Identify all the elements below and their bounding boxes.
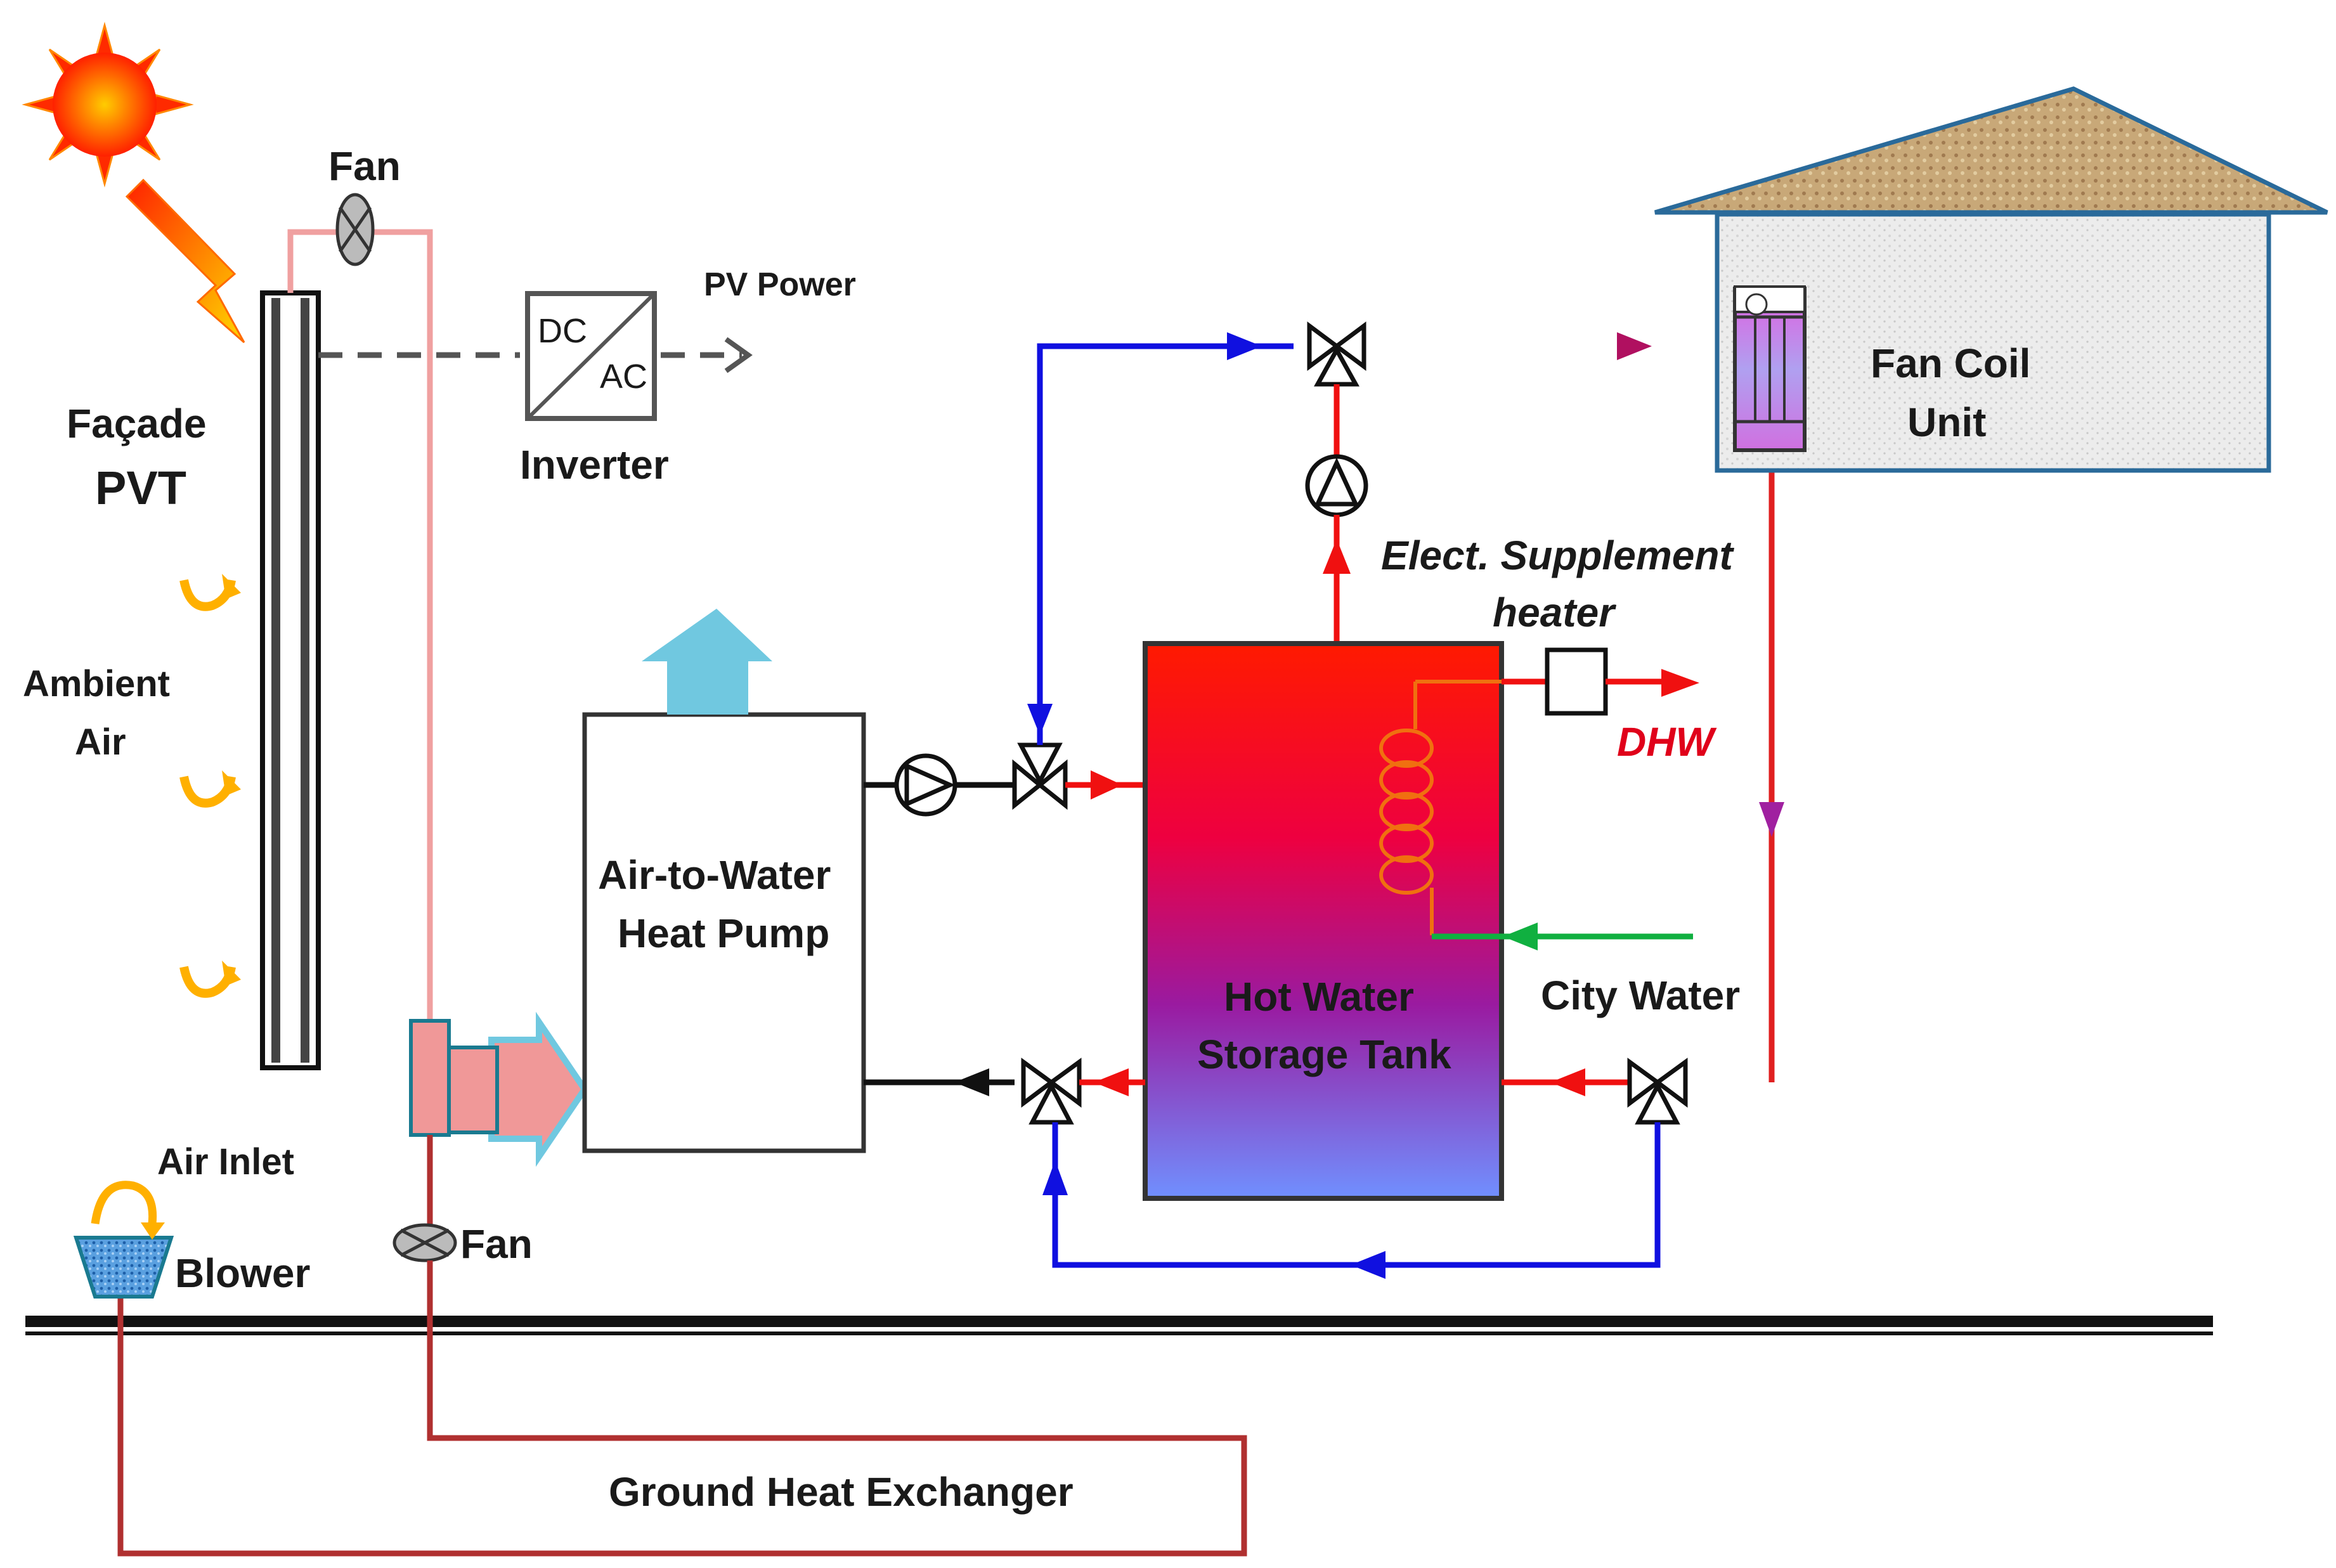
air-inlet-arrow-icon: [91, 1181, 165, 1240]
flow-arrow: [1091, 770, 1122, 800]
flow-arrow: [1227, 332, 1262, 360]
flow-arrow: [1351, 1251, 1385, 1279]
house: [1654, 86, 2328, 473]
blower-icon: [73, 1236, 174, 1299]
heater-coil-icon: [1379, 680, 1547, 935]
city-water-label: City Water: [1541, 973, 1740, 1018]
facade-pvt-panel: [260, 290, 321, 1070]
fan-coil-label: Unit: [1907, 399, 1986, 445]
fan-label: Fan: [328, 143, 401, 189]
flow-arrow: [1042, 1160, 1068, 1195]
pv-power-label: PV Power: [704, 266, 856, 303]
ambient-air-arrow-icon: [179, 770, 241, 808]
flow-arrow: [1550, 1068, 1585, 1096]
heat-pump-box: [582, 712, 866, 1153]
sun-icon: [22, 22, 194, 188]
flow-arrow: [954, 1068, 989, 1096]
ground-heat-exchanger-loop: [117, 1260, 1247, 1557]
flow-arrow: [1661, 669, 1699, 697]
heat-pump-label: Air-to-Water: [598, 852, 831, 898]
fan-coil-label: Fan Coil: [1871, 340, 2030, 386]
ambient-label: Ambient: [23, 663, 170, 704]
bypass-pipe: [1037, 343, 1294, 745]
three-way-valve-icon: [1012, 742, 1068, 810]
facade-label: Façade: [67, 401, 207, 446]
air-handler: [409, 1011, 589, 1167]
fan-coil-icon: [1733, 285, 1807, 452]
heat-pump-exhaust-arrow: [642, 609, 772, 715]
supplement-heater-label: Elect. Supplement: [1381, 533, 1734, 578]
pv-power-arrow: [724, 337, 753, 373]
blower-label: Blower: [175, 1250, 310, 1296]
ambient-air-arrow-icon: [179, 574, 241, 611]
flow-arrow: [1323, 539, 1351, 574]
ambient-label: Air: [75, 722, 126, 763]
tank-label: Storage Tank: [1197, 1032, 1451, 1077]
three-way-valve-icon: [1307, 321, 1366, 387]
fan-label: Fan: [460, 1221, 533, 1267]
pump-icon: [1305, 454, 1368, 517]
three-way-valve-icon: [1021, 1058, 1082, 1125]
pvt-label: PVT: [95, 462, 186, 514]
flow-arrow: [1503, 923, 1538, 950]
hot-water-storage-tank: [1143, 641, 1504, 1201]
ambient-air-arrow-icon: [179, 961, 241, 998]
air-inlet-label: Air Inlet: [157, 1141, 294, 1182]
inverter-icon: [525, 291, 657, 421]
solar-radiation-arrow: [125, 178, 245, 344]
ground-line: [25, 1316, 2213, 1335]
inverter-dc-label: DC: [538, 312, 587, 350]
three-way-valve-icon: [1627, 1058, 1688, 1125]
pump-icon: [894, 753, 957, 817]
electric-heater-icon: [1545, 647, 1608, 716]
dhw-label: DHW: [1617, 719, 1716, 765]
ground-heat-exchanger-label: Ground Heat Exchanger: [609, 1469, 1074, 1515]
fan-icon: [335, 193, 375, 266]
inverter-ac-label: AC: [600, 358, 647, 396]
tank-label: Hot Water: [1224, 974, 1414, 1020]
inverter-label: Inverter: [520, 442, 669, 488]
flow-arrow: [1094, 1068, 1129, 1096]
supplement-heater-label: heater: [1493, 590, 1616, 635]
heat-pump-label: Heat Pump: [618, 910, 829, 956]
flow-arrow: [1759, 802, 1784, 837]
fan-icon: [393, 1223, 457, 1262]
flow-arrow: [1027, 704, 1053, 735]
flow-arrow: [1617, 332, 1652, 360]
